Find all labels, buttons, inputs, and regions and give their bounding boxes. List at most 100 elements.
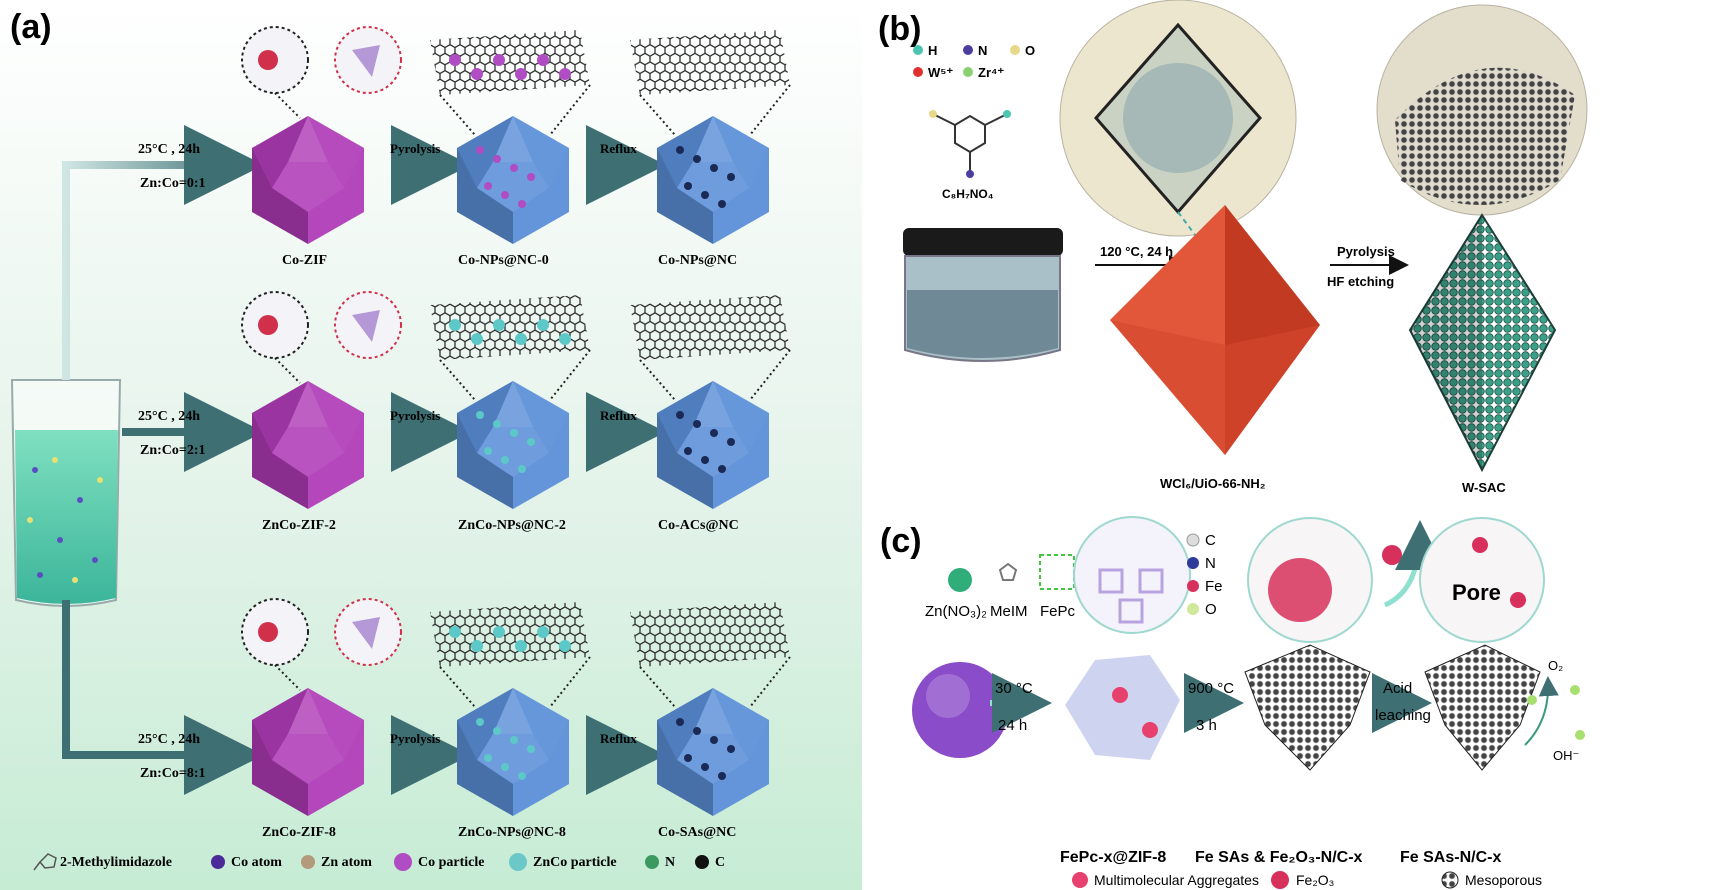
svg-text:Fe: Fe bbox=[1205, 578, 1223, 595]
graphene-sheet bbox=[630, 295, 790, 360]
graphene-sheet bbox=[430, 295, 590, 360]
svg-text:Fe SAs-N/C-x: Fe SAs-N/C-x bbox=[1400, 849, 1501, 866]
svg-text:Co atom: Co atom bbox=[231, 855, 282, 870]
svg-text:Co particle: Co particle bbox=[418, 855, 484, 870]
inset-circle-wsac bbox=[1376, 4, 1588, 216]
product-label: Co-NPs@NC bbox=[658, 253, 737, 268]
arrow-row1 bbox=[62, 125, 264, 380]
svg-text:WCl₆/UiO-66-NH₂: WCl₆/UiO-66-NH₂ bbox=[1160, 476, 1266, 491]
n-atom-icon bbox=[645, 855, 659, 869]
svg-text:HF etching: HF etching bbox=[1327, 274, 1394, 289]
svg-text:O₂: O₂ bbox=[1548, 658, 1563, 673]
svg-text:C: C bbox=[1205, 532, 1216, 549]
ligand-formula: C₈H₇NO₄ bbox=[942, 187, 994, 201]
inset-circle-mof bbox=[1059, 0, 1297, 256]
zif-label: ZnCo-ZIF-8 bbox=[262, 825, 336, 840]
jar-illustration bbox=[903, 228, 1063, 362]
fe2o3-icon bbox=[1271, 871, 1289, 889]
graphene-sheet bbox=[430, 602, 590, 667]
svg-text:900 °C: 900 °C bbox=[1188, 680, 1234, 697]
svg-text:Fe SAs & Fe₂O₃-N/C-x: Fe SAs & Fe₂O₃-N/C-x bbox=[1195, 849, 1363, 866]
svg-text:Zn atom: Zn atom bbox=[321, 855, 372, 870]
graphene-sheet bbox=[430, 30, 590, 95]
temperature-label: 25°C , 24h bbox=[138, 409, 200, 424]
svg-text:N: N bbox=[978, 43, 987, 58]
ratio-label: Zn:Co=8:1 bbox=[140, 766, 206, 781]
znco-particle-icon bbox=[509, 853, 527, 871]
panel-b: (b) H N O W⁵⁺ Zr⁴⁺ C₈H₇NO₄ 120 °C, 24 h bbox=[878, 0, 1588, 495]
svg-text:C: C bbox=[715, 855, 725, 870]
svg-text:OH⁻: OH⁻ bbox=[1553, 748, 1579, 763]
fepc-icon bbox=[1039, 554, 1075, 590]
np-label: ZnCo-NPs@NC-2 bbox=[458, 518, 566, 533]
svg-text:Pyrolysis: Pyrolysis bbox=[1337, 244, 1395, 259]
panel-a-label: (a) bbox=[10, 8, 52, 46]
svg-text:W⁵⁺: W⁵⁺ bbox=[928, 65, 953, 80]
svg-text:H: H bbox=[928, 43, 937, 58]
panel-c-label: (c) bbox=[880, 522, 922, 560]
c-atom-icon bbox=[695, 855, 709, 869]
np-label: ZnCo-NPs@NC-8 bbox=[458, 825, 566, 840]
pyrolysis-label: Pyrolysis bbox=[390, 731, 440, 746]
ratio-label: Zn:Co=2:1 bbox=[140, 443, 206, 458]
aggregate-icon bbox=[1072, 872, 1088, 888]
methylimidazole-icon bbox=[33, 853, 57, 871]
zif-label: ZnCo-ZIF-2 bbox=[262, 518, 336, 533]
svg-text:Mesoporous: Mesoporous bbox=[1465, 872, 1542, 888]
svg-text:leaching: leaching bbox=[1375, 707, 1431, 724]
svg-text:O: O bbox=[1205, 601, 1217, 618]
product-label: Co-ACs@NC bbox=[658, 518, 739, 533]
pyrolysis-label: Pyrolysis bbox=[390, 141, 440, 156]
reflux-label: Reflux bbox=[600, 731, 637, 746]
mesoporous-icon bbox=[1441, 871, 1459, 889]
inset-circle-zif bbox=[1073, 516, 1191, 634]
svg-text:2-Methylimidazole: 2-Methylimidazole bbox=[60, 855, 172, 870]
svg-text:120 °C, 24 h: 120 °C, 24 h bbox=[1100, 244, 1173, 259]
svg-text:N: N bbox=[1205, 555, 1216, 572]
legend-a: 2-Methylimidazole Co atom Zn atom Co par… bbox=[33, 853, 725, 871]
svg-text:30 °C: 30 °C bbox=[995, 680, 1033, 697]
panel-c: (c) Zn(NO₃)₂ MeIM FePc C N Fe O Pore 30 … bbox=[880, 516, 1585, 889]
svg-text:W-SAC: W-SAC bbox=[1462, 480, 1506, 495]
octahedron-green bbox=[1408, 213, 1557, 473]
ratio-label: Zn:Co=0:1 bbox=[140, 176, 206, 191]
reflux-label: Reflux bbox=[600, 408, 637, 423]
pyrolysis-label: Pyrolysis bbox=[390, 408, 440, 423]
zif-label: Co-ZIF bbox=[282, 253, 327, 268]
svg-text:ZnCo particle: ZnCo particle bbox=[533, 855, 617, 870]
temperature-label: 25°C , 24h bbox=[138, 142, 200, 157]
graphene-sheet bbox=[630, 602, 790, 667]
svg-text:Fe₂O₃: Fe₂O₃ bbox=[1296, 872, 1334, 888]
product-label: Co-SAs@NC bbox=[658, 825, 736, 840]
svg-text:FePc-x@ZIF-8: FePc-x@ZIF-8 bbox=[1060, 849, 1166, 866]
zn-atom-icon bbox=[301, 855, 315, 869]
reflux-label: Reflux bbox=[600, 141, 637, 156]
svg-text:Pore: Pore bbox=[1452, 580, 1501, 605]
co-atom-icon bbox=[211, 855, 225, 869]
legend-b: H N O W⁵⁺ Zr⁴⁺ bbox=[913, 43, 1035, 80]
zinc-nitrate-icon bbox=[948, 568, 972, 592]
svg-text:3 h: 3 h bbox=[1196, 717, 1217, 734]
svg-text:MeIM: MeIM bbox=[990, 603, 1028, 620]
ligand-structure bbox=[929, 110, 1011, 178]
zif-sphere bbox=[912, 662, 1008, 758]
svg-text:24 h: 24 h bbox=[998, 717, 1027, 734]
svg-text:Zr⁴⁺: Zr⁴⁺ bbox=[978, 65, 1004, 80]
svg-text:N: N bbox=[665, 855, 675, 870]
fe-sas-particle bbox=[1424, 644, 1541, 771]
panel-b-label: (b) bbox=[878, 10, 921, 48]
svg-text:O: O bbox=[1025, 43, 1035, 58]
fe-sas-fe2o3-particle bbox=[1244, 644, 1371, 771]
legend-c: C N Fe O bbox=[1186, 532, 1223, 618]
svg-text:Acid: Acid bbox=[1383, 680, 1412, 697]
meim-icon bbox=[998, 562, 1018, 581]
co-particle-icon bbox=[394, 853, 412, 871]
np-label: Co-NPs@NC-0 bbox=[458, 253, 549, 268]
inset-circle-pore bbox=[1419, 517, 1545, 643]
octahedron-red bbox=[1110, 205, 1320, 455]
